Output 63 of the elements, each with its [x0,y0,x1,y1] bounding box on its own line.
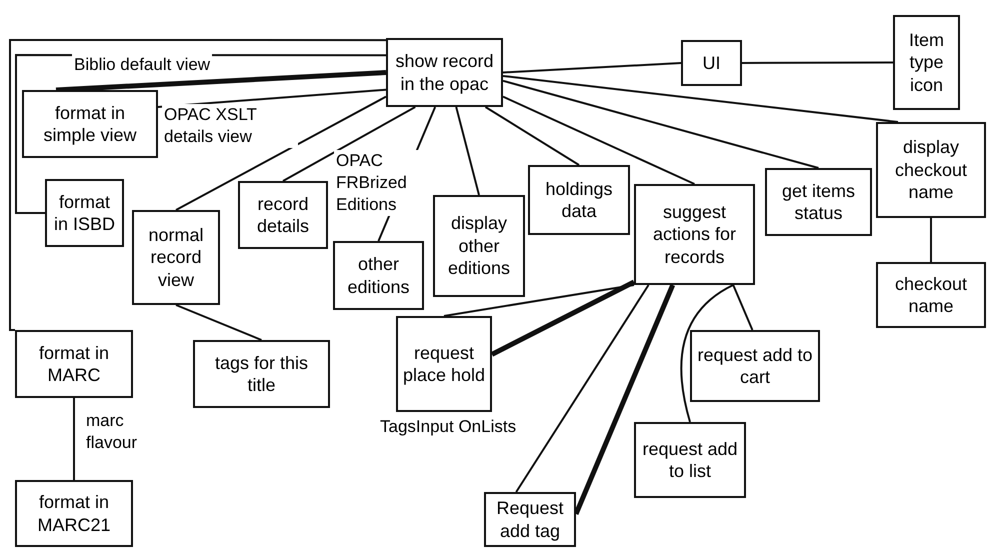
node-text: get items status [780,180,856,224]
process-box [681,40,742,86]
node-text: Item type icon [908,28,945,96]
node-text: request add to list [641,438,739,482]
connector-line [515,284,650,493]
node-text: show record in the opac [394,50,495,95]
connector-line [56,70,386,92]
process-box [634,422,746,498]
node-text: request add to cart [696,344,814,388]
edge-label: OPAC XSLT details view [162,104,298,148]
connector-line [490,280,636,357]
process-box [484,492,576,547]
node-text: other editions [346,253,411,298]
process-box [15,480,133,547]
connector-line [455,106,480,196]
node-text: request place hold [402,342,486,386]
node-text: display checkout name [894,136,968,204]
connector-line [158,88,386,108]
node-text: format in simple view [42,102,138,146]
node-text: format in MARC [38,342,110,386]
connector-line [444,284,634,317]
process-box [634,184,755,285]
node-text: Request add tag [495,497,565,542]
process-box [238,181,328,249]
connector-line [502,62,682,74]
node-text: checkout name [894,272,968,318]
process-box [386,38,503,107]
process-box [893,15,960,110]
connector-line [502,96,695,185]
node-text: suggest actions for records [652,200,738,268]
connector-line [930,218,932,262]
node-text: tags for this title [214,352,310,396]
node-text: UI [702,52,720,74]
connector-line [502,80,819,169]
process-box [193,340,330,408]
process-box [765,168,872,236]
process-box [396,316,492,412]
process-box [45,179,124,247]
process-box [690,330,820,402]
connector-line [73,398,75,480]
connector-line [732,284,754,330]
connector-line [176,96,386,211]
node-text: format in MARC21 [36,491,112,536]
process-box [876,122,986,218]
node-text: normal record view [147,224,205,292]
connector-line [9,39,386,331]
connector-line [176,304,262,341]
connector-line [742,62,893,64]
node-text: display other editions [446,212,512,280]
connector-line [282,106,416,182]
process-box [22,90,158,158]
node-text: record details [256,192,310,238]
node-text: format in ISBD [52,190,116,236]
process-box [132,210,220,305]
process-box [876,262,986,328]
process-box [15,330,133,398]
process-box [433,195,525,297]
connector-line [680,284,734,422]
connector-line [484,106,580,166]
connector-line [502,74,898,123]
process-box [528,165,630,235]
process-box [333,241,424,310]
node-text: holdings data [544,178,614,222]
